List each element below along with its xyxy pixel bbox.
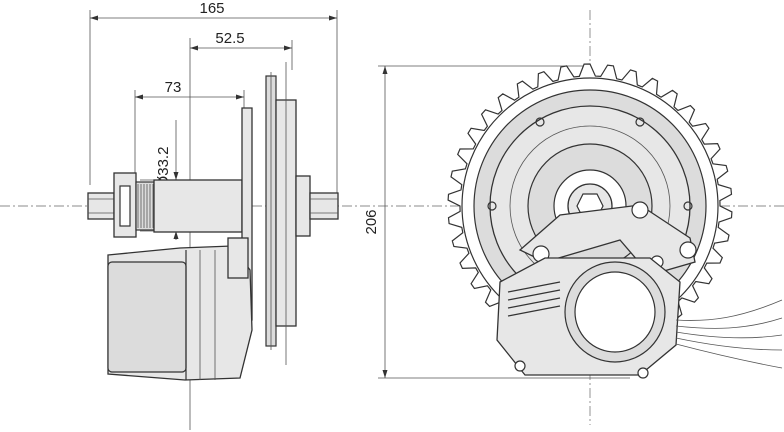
dimension-165: 165 bbox=[89, 0, 338, 195]
bolt-right bbox=[683, 201, 693, 211]
housing-bolt-1 bbox=[514, 360, 526, 372]
cables bbox=[675, 299, 783, 369]
side-view bbox=[87, 62, 339, 381]
bolt-top-right bbox=[635, 117, 645, 127]
dim-label-165: 165 bbox=[199, 0, 224, 17]
housing-bolt-2 bbox=[637, 367, 649, 379]
bracket-bolt-3 bbox=[679, 241, 697, 259]
dim-label-52-5: 52.5 bbox=[215, 30, 244, 47]
dim-label-diameter: Ø33.2 bbox=[155, 147, 172, 188]
dimension-73: 73 bbox=[134, 79, 245, 180]
motor-cap bbox=[107, 261, 187, 373]
bottom-bracket-tube bbox=[153, 179, 243, 233]
mounting-bracket bbox=[518, 204, 696, 276]
threaded-section bbox=[135, 181, 155, 231]
cable-boss bbox=[227, 237, 249, 279]
bolt-top-left bbox=[535, 117, 545, 127]
bolt-left bbox=[487, 201, 497, 211]
motor-inner-circle bbox=[574, 271, 656, 353]
right-crank-spindle bbox=[309, 192, 339, 220]
dim-label-206: 206 bbox=[363, 209, 380, 234]
vent-grille bbox=[507, 281, 561, 317]
dimension-206: 206 bbox=[363, 65, 630, 379]
bracket-bolt-2 bbox=[631, 201, 649, 219]
right-flange bbox=[295, 175, 311, 237]
dim-label-73: 73 bbox=[165, 79, 182, 96]
left-crank-spindle bbox=[87, 192, 115, 220]
front-view bbox=[447, 63, 783, 379]
